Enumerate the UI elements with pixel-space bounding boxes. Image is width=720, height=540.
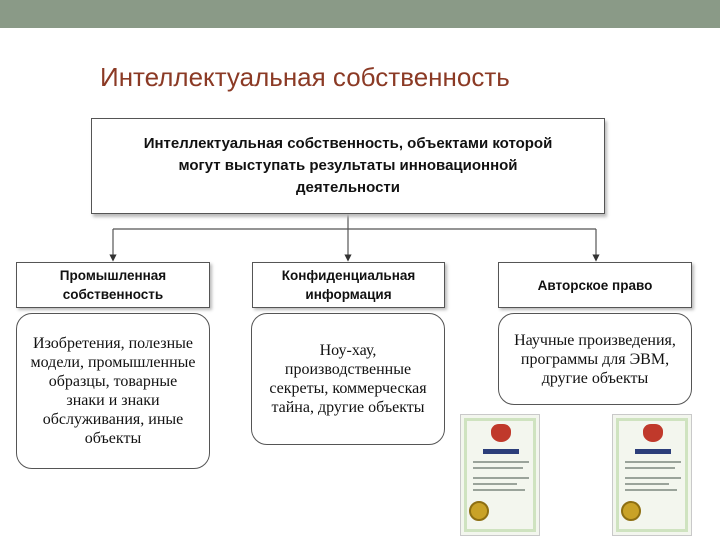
category-industrial-property: Промышленная собственность — [16, 262, 210, 308]
root-line: Интеллектуальная собственность, объектам… — [143, 135, 553, 152]
example-line: другие объекты — [541, 369, 649, 387]
examples-copyright: Научные произведения, программы для ЭВМ,… — [498, 313, 692, 405]
root-line: деятельности — [296, 179, 400, 196]
patent-certificate-icon — [612, 414, 692, 536]
category-confidential-information: Конфиденциальная информация — [252, 262, 445, 308]
category-line: Промышленная — [59, 268, 167, 283]
examples-confidential-information: Ноу-хау, производственные секреты, комме… — [251, 313, 445, 445]
examples-industrial-property: Изобретения, полезные модели, промышленн… — [16, 313, 210, 469]
category-line: информация — [305, 287, 392, 302]
root-node: Интеллектуальная собственность, объектам… — [91, 118, 605, 214]
patent-certificate-icon — [460, 414, 540, 536]
example-line: Изобретения, полезные — [33, 335, 193, 352]
example-line: образцы, товарные — [48, 373, 178, 390]
example-line: модели, промышленные — [30, 354, 196, 371]
example-line: производственные — [284, 361, 412, 378]
top-bar — [0, 0, 720, 28]
example-line: секреты, коммерческая — [269, 380, 427, 397]
example-line: обслуживания, иные — [42, 411, 184, 428]
category-line: собственность — [62, 287, 164, 302]
example-line: тайна, другие объекты — [271, 399, 425, 416]
example-line: Ноу-хау, — [319, 342, 377, 359]
category-copyright: Авторское право — [498, 262, 692, 308]
slide-title: Интеллектуальная собственность — [100, 62, 510, 92]
example-line: программы для ЭВМ, — [520, 350, 670, 368]
example-line: объекты — [84, 430, 142, 447]
root-line: могут выступать результаты инновационной — [178, 157, 518, 174]
example-line: знаки и знаки — [66, 392, 160, 409]
category-line: Конфиденциальная — [281, 268, 416, 283]
category-line: Авторское право — [537, 277, 653, 293]
example-line: Научные произведения, — [514, 331, 676, 349]
